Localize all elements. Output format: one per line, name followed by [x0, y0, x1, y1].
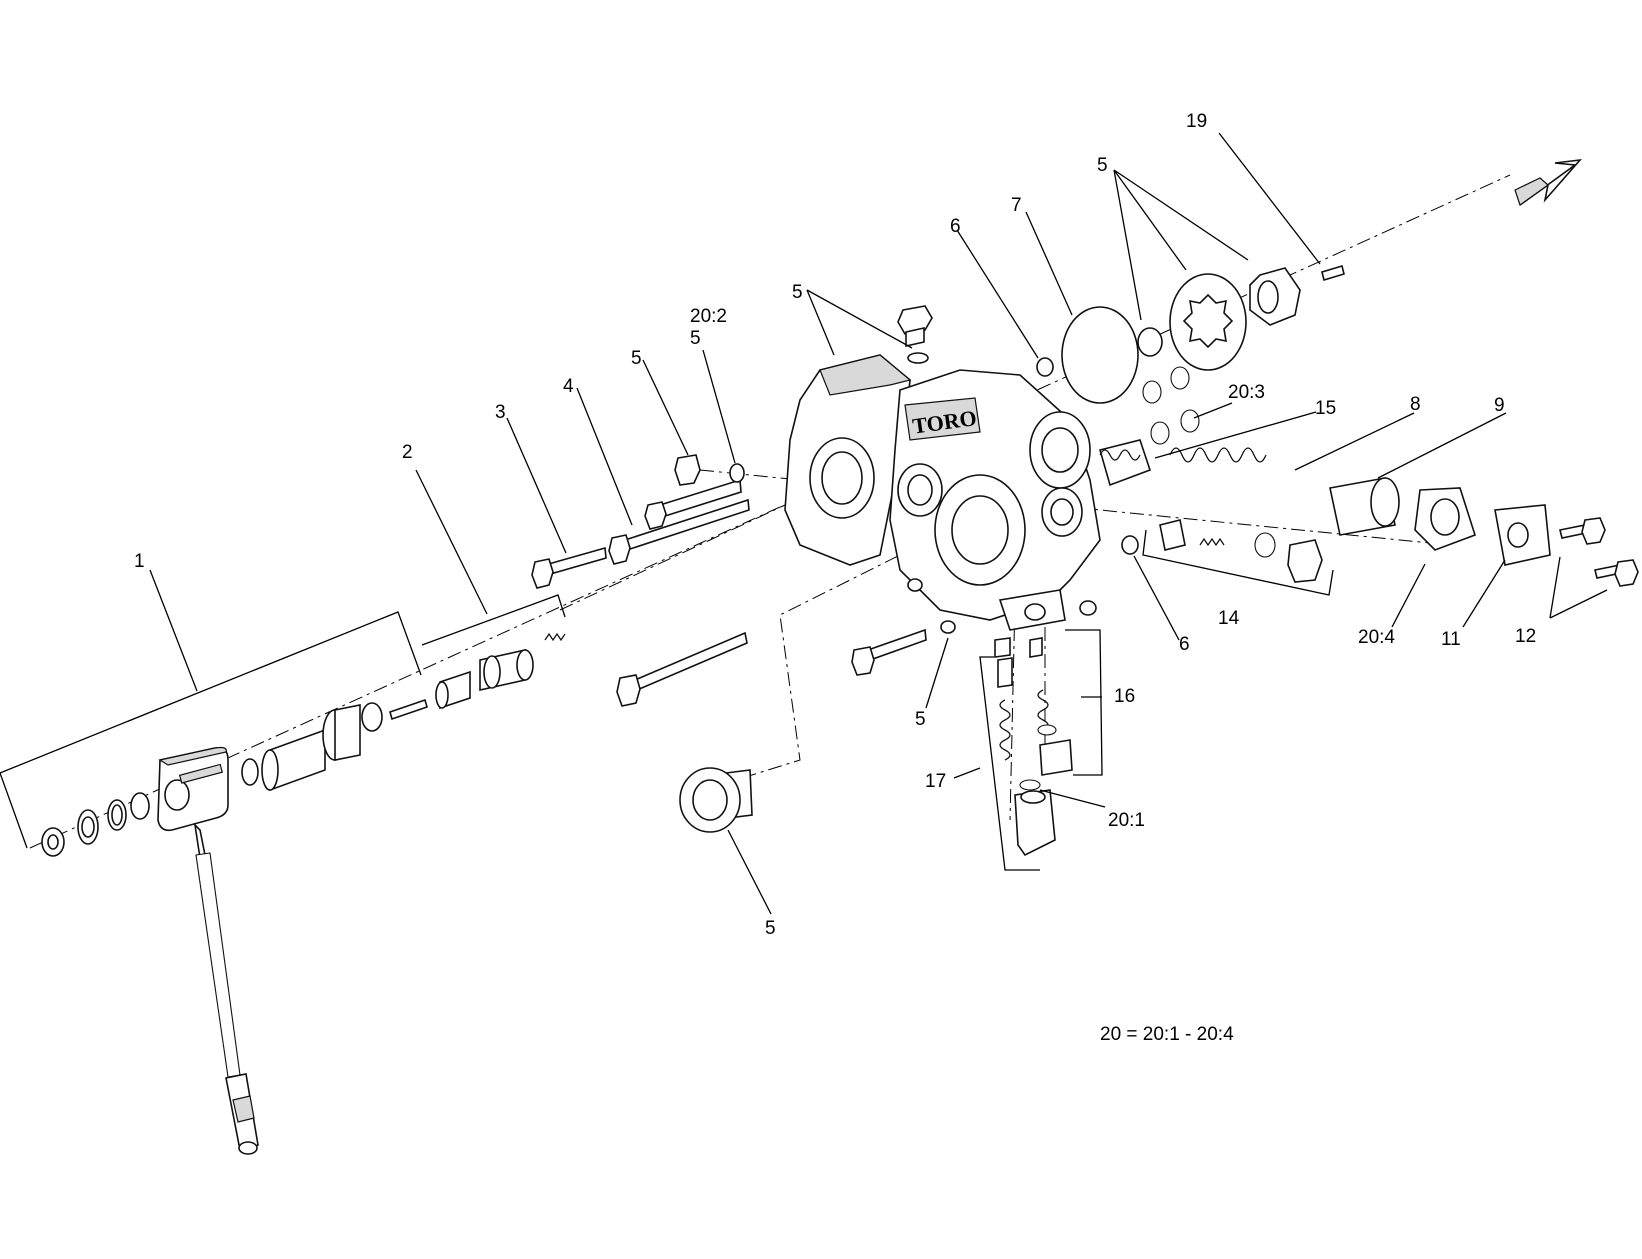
callout-5-top: 5	[792, 282, 803, 303]
callout-17: 17	[925, 771, 946, 792]
valve-housing: TORO	[784, 354, 1101, 634]
callout-8: 8	[1410, 394, 1421, 415]
callout-5-washer: 5	[915, 709, 926, 730]
lower-valve-parts	[994, 637, 1073, 857]
callout-6-right: 6	[1179, 634, 1190, 655]
group-brackets	[0, 529, 1334, 871]
callout-7: 7	[1011, 195, 1022, 216]
solenoid-coil-assembly	[41, 702, 383, 1155]
callout-19: 19	[1186, 111, 1207, 132]
gear-assembly	[1036, 264, 1345, 445]
callout-5-oring: 5	[690, 328, 701, 349]
lower-plug	[679, 767, 753, 833]
assembly-note: 20 = 20:1 - 20:4	[1100, 1024, 1234, 1045]
direction-arrow	[1514, 158, 1582, 206]
valve-cartridge	[389, 632, 566, 721]
callout-2: 2	[402, 442, 413, 463]
callout-6-top: 6	[950, 216, 961, 237]
top-plug	[897, 305, 933, 364]
callout-5-bolt: 5	[631, 348, 642, 369]
callout-11: 11	[1441, 629, 1461, 650]
callout-4: 4	[563, 376, 574, 397]
callout-20-4: 20:4	[1358, 627, 1395, 648]
callout-3: 3	[495, 402, 506, 423]
callout-20-3: 20:3	[1228, 382, 1265, 403]
callout-9: 9	[1494, 395, 1505, 416]
callout-5-plug: 5	[765, 918, 776, 939]
callout-1: 1	[134, 551, 145, 572]
callout-16: 16	[1114, 686, 1135, 707]
callout-20-2: 20:2	[690, 306, 727, 327]
leader-lines	[149, 132, 1608, 915]
callout-14: 14	[1218, 608, 1240, 629]
check-valve-parts	[1121, 519, 1323, 583]
callout-20-1: 20:1	[1108, 810, 1145, 831]
callout-labels: 1 2 3 4 5 20:2 5 5 6 7 5 19 20:3 15 8 9 …	[134, 111, 1536, 1045]
callout-5-gears: 5	[1097, 155, 1108, 176]
callout-15: 15	[1315, 398, 1336, 419]
bolts	[531, 454, 927, 707]
relief-valve-parts	[1099, 439, 1639, 587]
callout-12: 12	[1515, 626, 1536, 647]
